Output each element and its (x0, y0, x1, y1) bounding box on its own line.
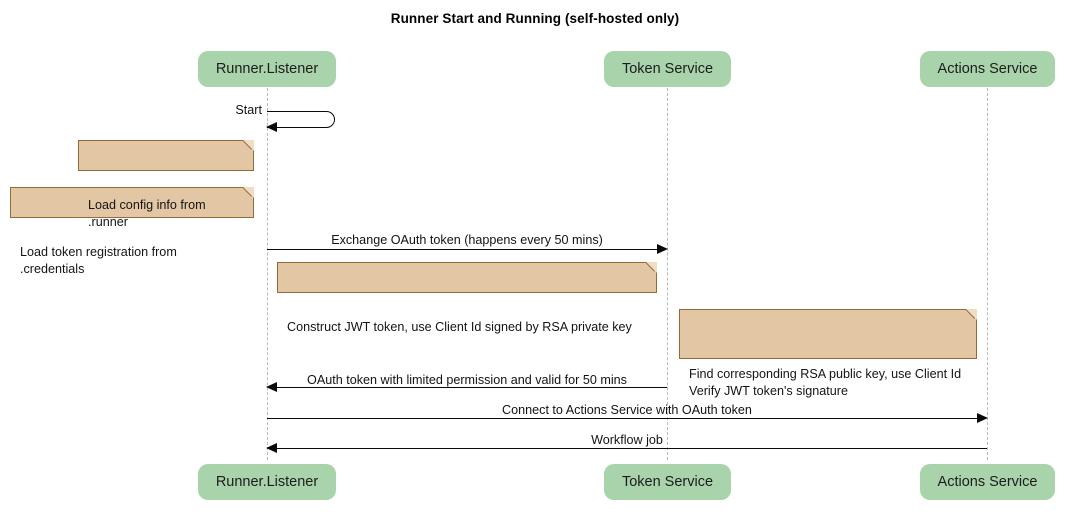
message-arrowhead-connect-actions (977, 413, 988, 423)
message-line-connect-actions (267, 418, 978, 419)
message-line-exchange-oauth (267, 249, 658, 250)
self-message-arrowhead-start (266, 122, 277, 132)
note-verify-jwt: Find corresponding RSA public key, use C… (679, 309, 977, 398)
note-fold-edge-icon (243, 187, 254, 198)
note-fold-edge-icon (646, 262, 657, 273)
note-fold-edge-icon (966, 309, 977, 320)
message-label-exchange-oauth: Exchange OAuth token (happens every 50 m… (331, 233, 603, 247)
participant-label: Token Service (621, 61, 714, 77)
note-load-config: Load config info from .runner (78, 140, 254, 229)
note-text: Find corresponding RSA public key, use C… (689, 367, 962, 398)
note-fold-edge-icon (243, 140, 254, 151)
lifeline-actions (987, 88, 988, 460)
message-line-oauth-return (276, 387, 667, 388)
message-arrowhead-exchange-oauth (657, 244, 668, 254)
note-load-token-registration: Load token registration from .credential… (10, 187, 254, 276)
message-line-workflow-job (276, 448, 987, 449)
participant-runner-top[interactable]: Runner.Listener (198, 51, 336, 87)
note-text: Load token registration from .credential… (20, 245, 177, 276)
participant-label: Actions Service (937, 61, 1038, 77)
self-message-start (267, 111, 335, 128)
lifeline-token (667, 88, 668, 460)
note-text: Load config info from .runner (88, 198, 206, 229)
message-label-oauth-return: OAuth token with limited permission and … (307, 373, 627, 387)
lifeline-runner (267, 88, 268, 460)
participant-actions-top[interactable]: Actions Service (920, 51, 1055, 87)
message-arrowhead-workflow-job (266, 443, 277, 453)
participant-actions-bottom[interactable]: Actions Service (920, 464, 1055, 500)
participant-label: Actions Service (937, 474, 1038, 490)
participant-label: Token Service (621, 474, 714, 490)
message-arrowhead-oauth-return (266, 382, 277, 392)
participant-token-top[interactable]: Token Service (604, 51, 731, 87)
participant-token-bottom[interactable]: Token Service (604, 464, 731, 500)
participant-label: Runner.Listener (215, 474, 319, 490)
note-construct-jwt: Construct JWT token, use Client Id signe… (277, 262, 657, 334)
message-label-workflow-job: Workflow job (591, 433, 663, 447)
note-text: Construct JWT token, use Client Id signe… (287, 320, 632, 334)
participant-runner-bottom[interactable]: Runner.Listener (198, 464, 336, 500)
self-message-label-start: Start (235, 103, 262, 117)
page-title: Runner Start and Running (self-hosted on… (390, 11, 680, 26)
participant-label: Runner.Listener (215, 61, 319, 77)
message-label-connect-actions: Connect to Actions Service with OAuth to… (502, 403, 752, 417)
